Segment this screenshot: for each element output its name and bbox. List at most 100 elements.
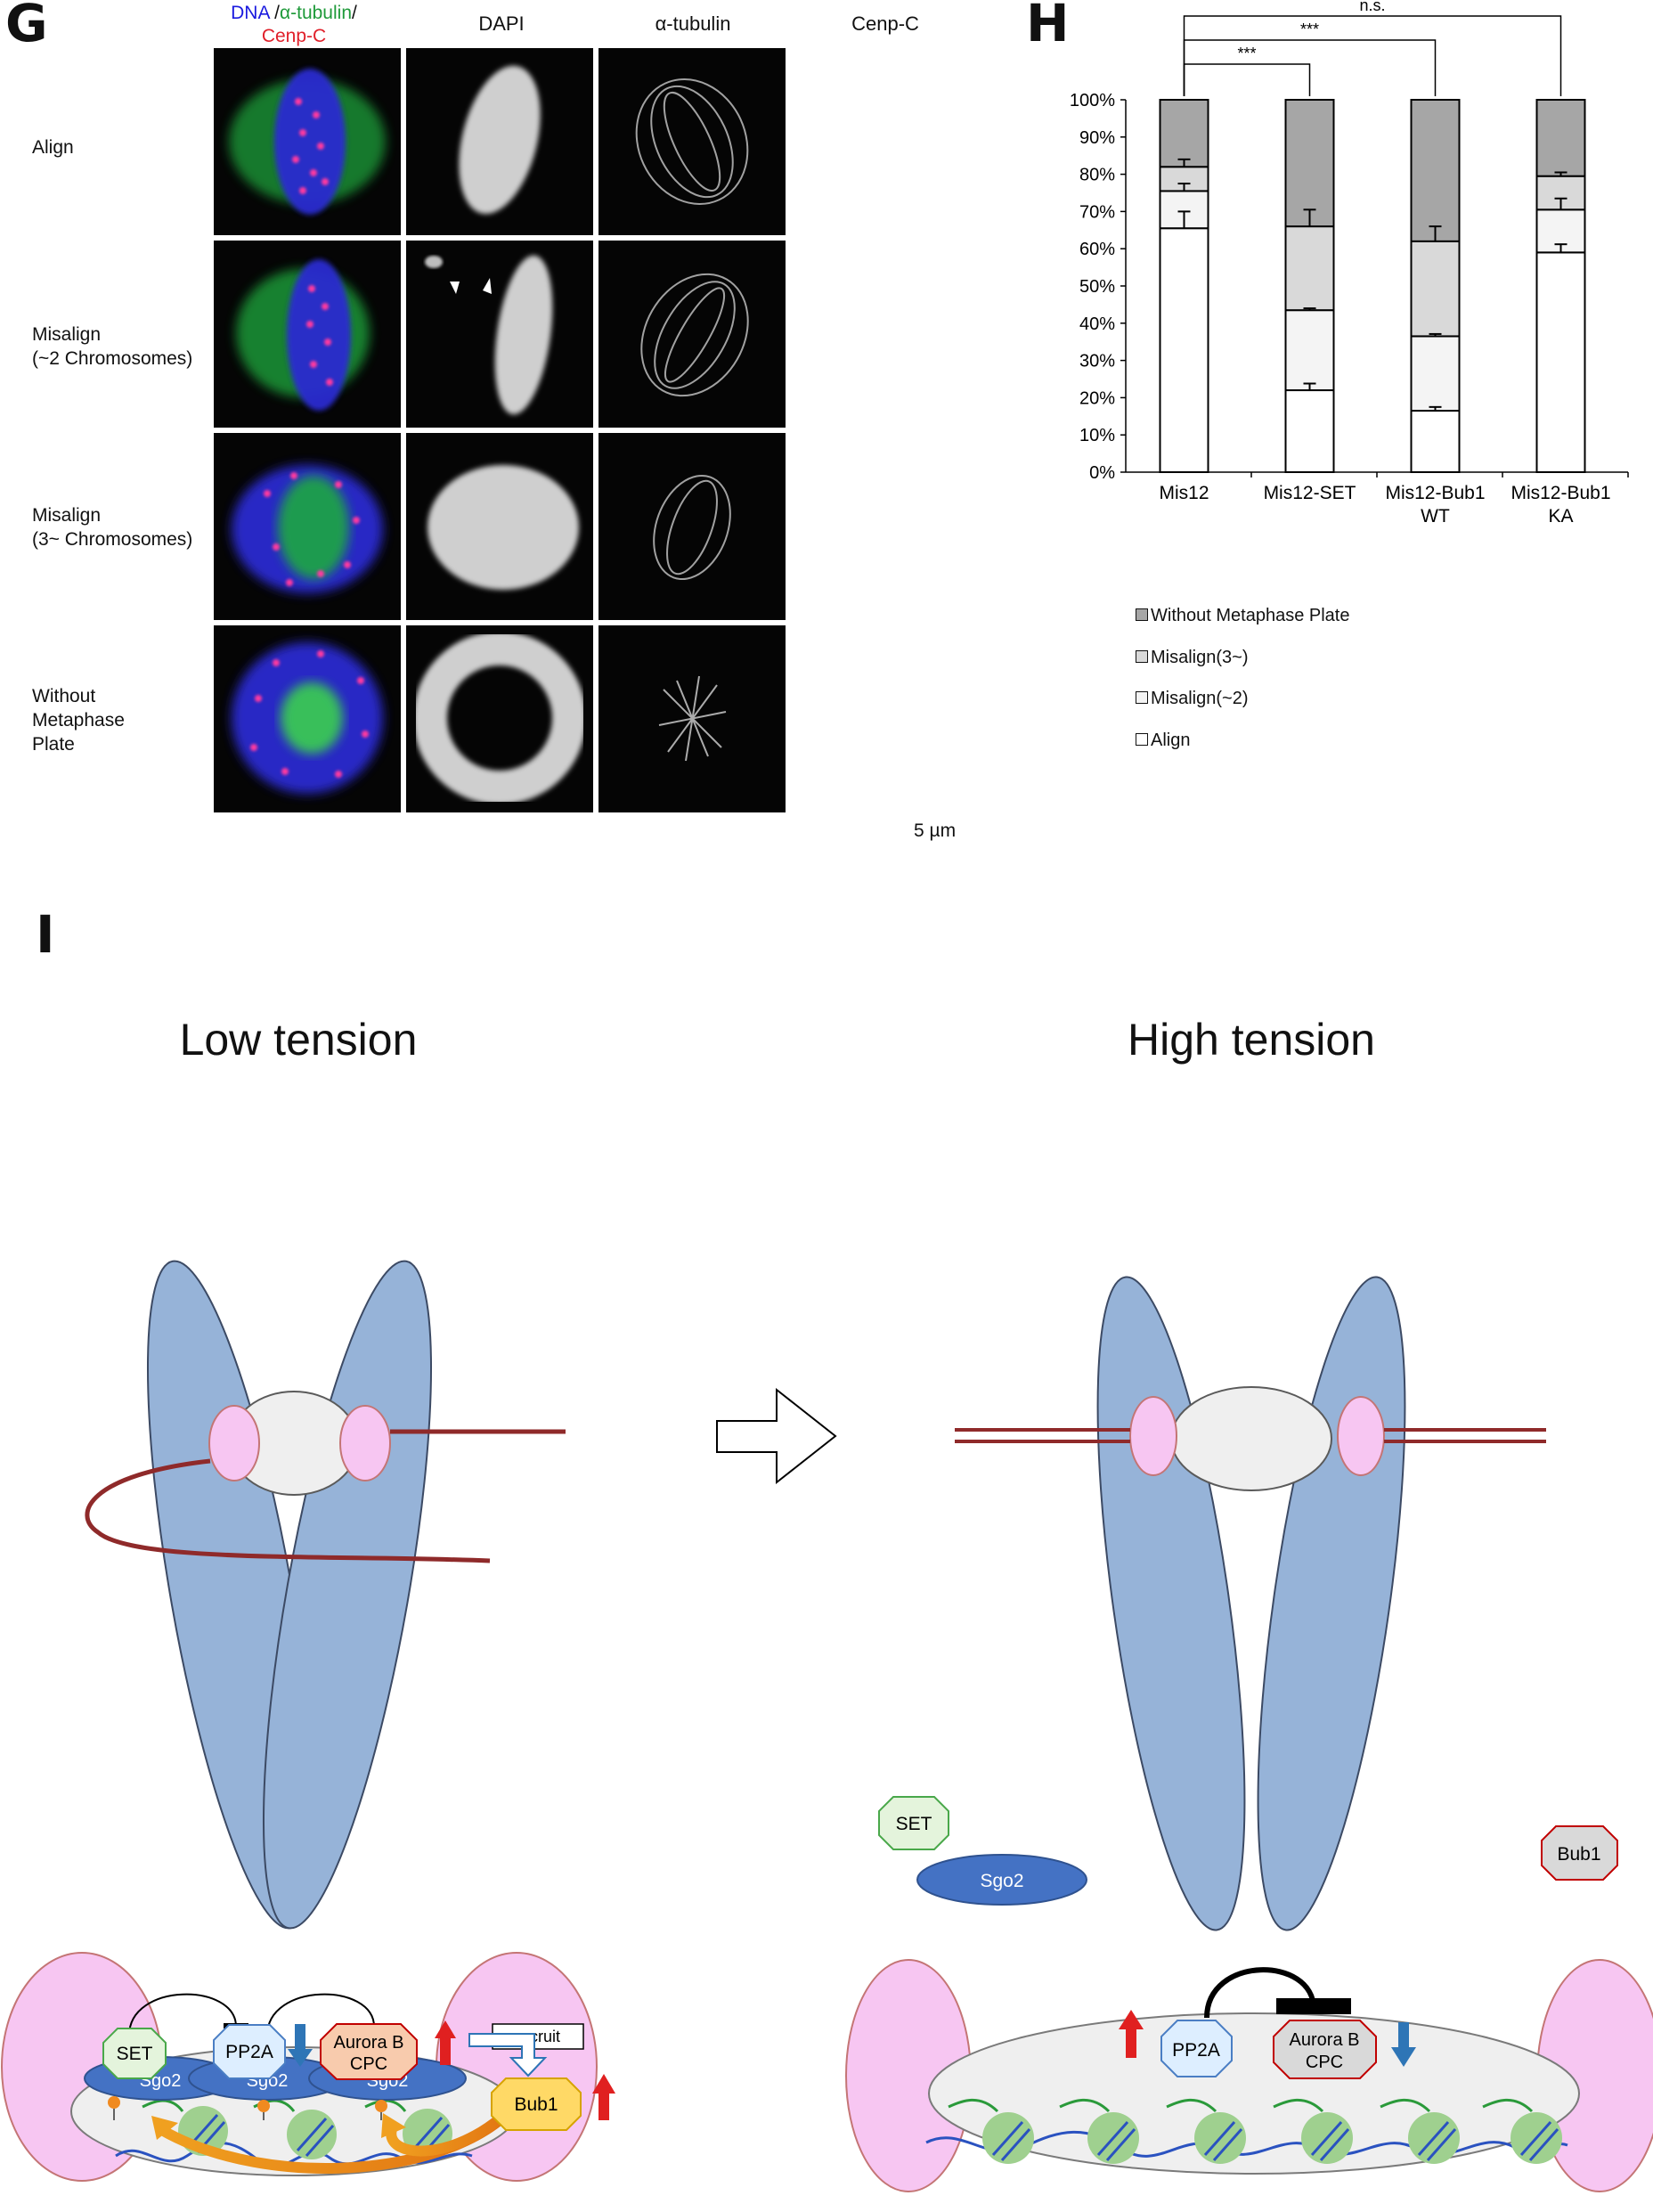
row-label-line: (~2 Chromosomes) (32, 348, 193, 369)
low-tension-centromere-detail: Sgo2 Sgo2 Sgo2 SET PP2A Aurora B CPC rec… (1, 1952, 615, 2182)
y-tick-label: 0% (1089, 463, 1115, 483)
merge-image-misalign-2 (236, 259, 370, 411)
y-tick-label: 10% (1079, 426, 1115, 445)
legend-label: Without Metaphase Plate (1151, 606, 1350, 625)
bar-segment (1159, 99, 1209, 168)
merge-column-header: DNA /α-tubulin/ Cenp-C (205, 2, 383, 48)
kinetochore (1337, 1396, 1385, 1476)
legend-label: Align (1151, 730, 1191, 750)
merge-image-align (229, 69, 386, 215)
cpc-label: CPC (350, 2054, 387, 2074)
row-label-misalign-3: Misalign (3~ Chromosomes) (32, 503, 192, 551)
high-tension-title: High tension (1128, 1015, 1375, 1065)
row-label-without-plate: Without Metaphase Plate (32, 684, 125, 756)
legend-swatch (1136, 649, 1148, 663)
set-label: SET (896, 1814, 932, 1834)
chromatid (1257, 1276, 1406, 1931)
microtubule (955, 1428, 1546, 1443)
significance-label: n.s. (1359, 0, 1385, 14)
arrowhead-icon (483, 278, 492, 294)
bar-segment (1159, 227, 1209, 473)
y-tick-label: 80% (1079, 166, 1115, 185)
micrograph-grid (214, 48, 786, 812)
merge-image-misalign-3 (232, 465, 383, 593)
y-tick-label: 90% (1079, 128, 1115, 148)
row-label-line: Align (32, 137, 74, 158)
kinetochore (339, 1405, 391, 1481)
panel-letter-h: H (1026, 0, 1070, 53)
chart-legend: Without Metaphase Plate Misalign(3~) Mis… (1136, 595, 1349, 761)
tubulin-label: α-tubulin (279, 3, 353, 23)
x-tick-label: Mis12-Bub1 (1385, 483, 1485, 503)
cpc-label: CPC (1306, 2053, 1343, 2072)
aurora-b-protein (1273, 2020, 1377, 2079)
aurora-b-protein (320, 2023, 418, 2080)
y-tick-label: 70% (1079, 202, 1115, 222)
dna-strand (925, 2130, 1568, 2158)
bar-segment (1535, 251, 1586, 473)
y-tick-label: 30% (1079, 352, 1115, 371)
high-tension-free-proteins: SET Sgo2 Bub1 (878, 1796, 1618, 1906)
down-arrow-icon (288, 2024, 313, 2067)
panel-letter-g: G (5, 0, 48, 53)
row-label-line: Metaphase (32, 710, 125, 731)
legend-swatch (1136, 691, 1148, 704)
bar-segment (1284, 309, 1335, 392)
legend-item-without-plate: Without Metaphase Plate (1136, 595, 1349, 637)
scale-bar-label: 5 µm (914, 820, 957, 841)
pp2a-label: PP2A (225, 2042, 273, 2062)
bar-segment (1410, 99, 1461, 242)
x-tick-label: KA (1548, 506, 1573, 526)
aurora-b-label: Aurora B (1290, 2030, 1360, 2050)
pp2a-protein (213, 2024, 286, 2079)
legend-label: Misalign(~2) (1151, 689, 1249, 708)
pp2a-label: PP2A (1172, 2040, 1220, 2061)
panel-letter-i: I (36, 904, 55, 965)
row-label-line: Plate (32, 734, 75, 755)
y-tick-label: 20% (1079, 388, 1115, 408)
cenpc-label: Cenp-C (261, 26, 327, 46)
legend-swatch (1136, 732, 1148, 746)
tubulin-image-align (635, 78, 749, 206)
chromatid (1096, 1276, 1246, 1931)
column-header-cenpc: Cenp-C (851, 12, 919, 35)
nucleosome-icon (982, 2112, 1562, 2164)
merge-image-without-plate (232, 642, 383, 794)
row-label-misalign-2: Misalign (~2 Chromosomes) (32, 322, 192, 371)
bar-segment (1284, 99, 1335, 228)
dna-label: DNA (231, 3, 270, 23)
inhibition-arrow (266, 1993, 387, 2037)
tubulin-image-misalign-2 (640, 273, 749, 397)
tubulin-image-without-plate (658, 675, 727, 762)
inhibition-arrow (128, 1993, 249, 2037)
sgo2-label: Sgo2 (980, 1871, 1023, 1891)
bar-segment (1410, 335, 1461, 412)
x-tick-label: Mis12 (1159, 483, 1209, 503)
up-arrow-icon (435, 2020, 456, 2065)
bar-segment (1159, 166, 1209, 192)
x-tick-label: Mis12-Bub1 (1510, 483, 1610, 503)
microtubule (85, 1458, 491, 1563)
set-label: SET (117, 2044, 153, 2064)
tubulin-image-misalign-3 (653, 474, 731, 581)
bar-segment (1284, 225, 1335, 312)
bar-segment (1284, 389, 1335, 474)
high-tension-chromosome (955, 1276, 1546, 1931)
kinetochore (1129, 1396, 1177, 1476)
down-arrow-icon (1391, 2022, 1416, 2067)
y-tick-label: 50% (1079, 277, 1115, 297)
set-protein (878, 1796, 949, 1850)
y-tick-label: 100% (1070, 91, 1115, 110)
x-tick-label: Mis12-SET (1264, 483, 1356, 503)
row-label-line: Misalign (32, 505, 102, 526)
chromatid (262, 1260, 433, 1930)
row-label-line: Misalign (32, 324, 102, 345)
bar-segment (1410, 410, 1461, 473)
bub1-label: Bub1 (514, 2094, 558, 2115)
legend-item-misalign-3: Misalign(3~) (1136, 637, 1349, 679)
significance-bracket (1183, 63, 1311, 96)
high-tension-centromere-detail: PP2A Aurora B CPC (845, 1959, 1653, 2192)
bar-segment (1410, 240, 1461, 338)
legend-item-misalign-2: Misalign(~2) (1136, 678, 1349, 720)
